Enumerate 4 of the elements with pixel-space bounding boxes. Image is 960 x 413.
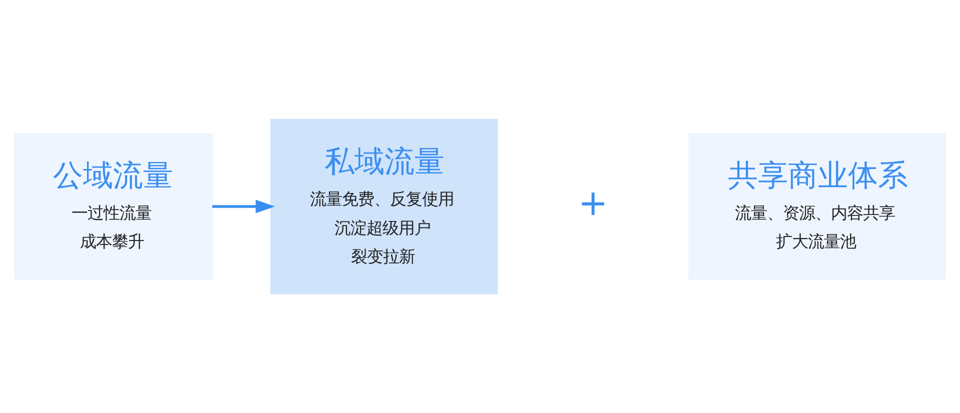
arrow bbox=[212, 200, 275, 214]
node-box: 私域流量 流量免费、反复使用 沉淀超级用户 裂变拉新 bbox=[270, 118, 498, 294]
label: + bbox=[578, 183, 608, 224]
node-box: 公域流量 一过性流量 成本攀升 bbox=[14, 133, 213, 280]
